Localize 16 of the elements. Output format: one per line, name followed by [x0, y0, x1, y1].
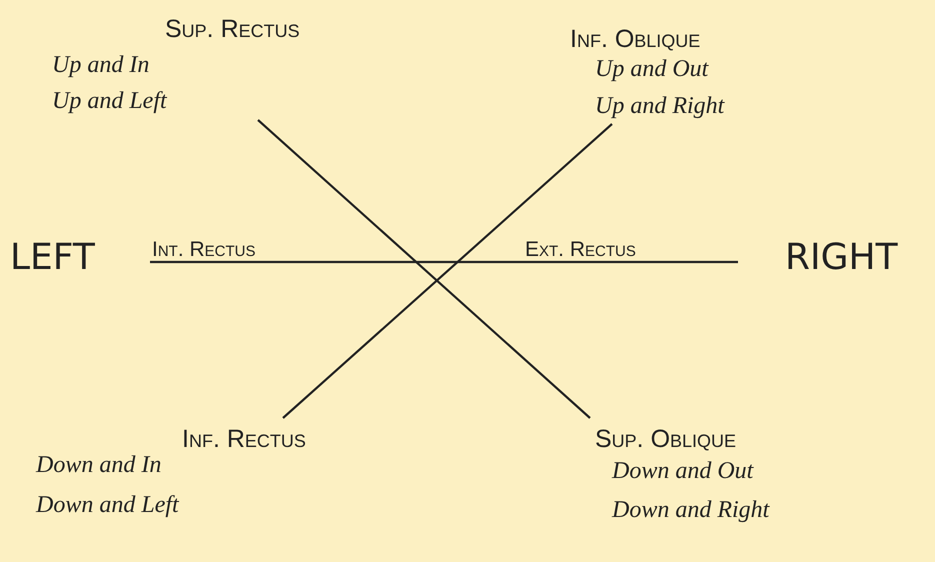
muscle-label: Sup. Oblique	[595, 426, 736, 454]
direction-text: Down and In	[36, 452, 162, 478]
muscle-label: Inf. Oblique	[570, 26, 700, 54]
muscle-label: Ext. Rectus	[525, 238, 636, 262]
muscle-label: Inf. Rectus	[182, 426, 306, 454]
side-label: LEFT	[10, 238, 95, 278]
direction-text: Up and In	[52, 52, 150, 78]
direction-text: Down and Left	[36, 492, 179, 518]
direction-text: Down and Out	[612, 458, 754, 484]
direction-text: Down and Right	[612, 497, 770, 524]
muscle-label: Sup. Rectus	[165, 16, 300, 44]
direction-text: Up and Right	[595, 93, 724, 120]
muscle-label: Int. Rectus	[152, 238, 256, 262]
direction-text: Up and Left	[52, 88, 167, 114]
direction-text: Up and Out	[595, 56, 708, 82]
side-label: RIGHT	[785, 238, 898, 278]
